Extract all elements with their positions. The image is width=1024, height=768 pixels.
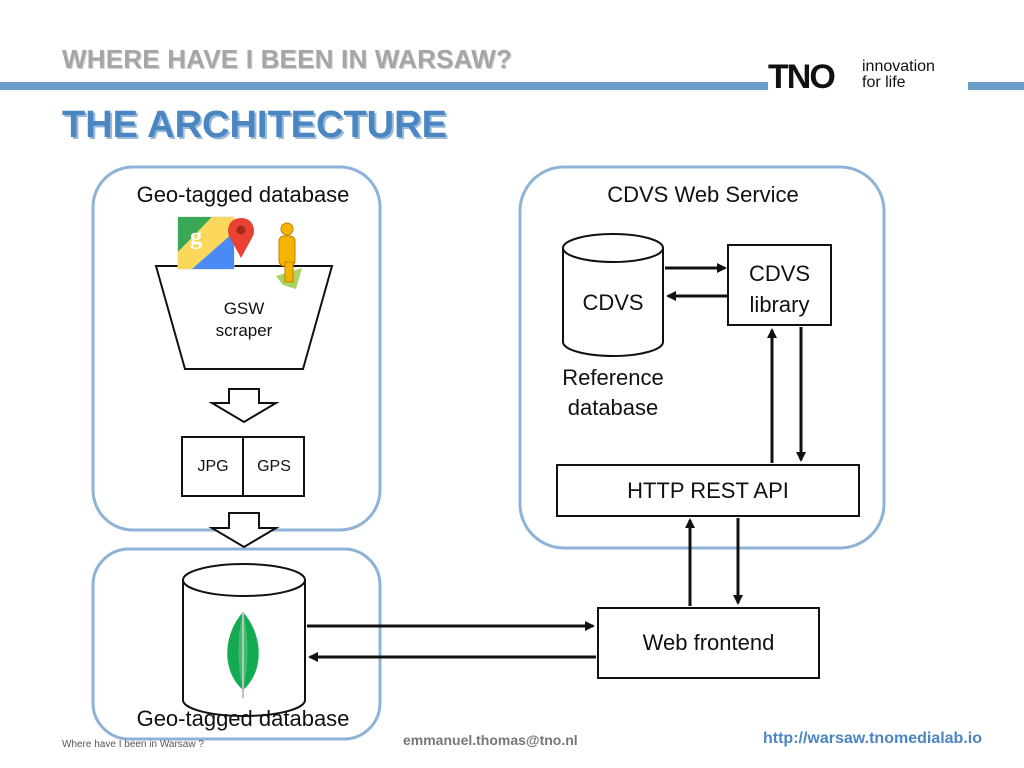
google-maps-icon: g (177, 216, 254, 270)
cell-jpg: JPG (197, 458, 229, 475)
footer-email: emmanuel.thomas@tno.nl (403, 732, 578, 748)
reference-line1: Reference (562, 365, 664, 390)
tno-logo: TNO innovation for life (768, 56, 968, 96)
mongodb-leaf-icon (227, 612, 259, 698)
cdvs-db-label: CDVS (582, 290, 644, 315)
right-panel-title: CDVS Web Service (607, 182, 799, 207)
cdvs-library-line1: CDVS (748, 261, 811, 286)
logo-mark: TNO (768, 58, 836, 96)
pegman-icon (276, 222, 302, 289)
svg-text:g: g (190, 224, 202, 250)
bottom-panel (91, 547, 382, 741)
footer-url: http://warsaw.tnomedialab.io (763, 730, 982, 747)
slide-title: THE ARCHITECTURE (62, 104, 447, 146)
scraper-label: GSW scraper (185, 298, 303, 342)
slide-subtitle: WHERE HAVE I BEEN IN WARSAW? (62, 44, 513, 74)
logo-tagline-2: for life (862, 74, 906, 91)
header-band (0, 82, 1024, 90)
right-panel (518, 165, 886, 550)
bottom-panel-title: Geo-tagged database (136, 706, 350, 731)
logo-tagline-1: innovation (862, 58, 935, 75)
cdvs-cylinder (562, 233, 664, 357)
scraper-label-line1: GSW (223, 299, 265, 318)
web-frontend-box (597, 607, 820, 679)
cell-gps: GPS (257, 458, 291, 475)
reference-database-label: Reference database (543, 363, 683, 423)
scraper-funnel (154, 265, 334, 370)
scraper-label-line2: scraper (215, 321, 273, 340)
web-frontend-label: Web frontend (642, 630, 775, 655)
footer-left-text: Where have I been in Warsaw ? (62, 739, 204, 750)
http-rest-api-label: HTTP REST API (627, 477, 789, 503)
cdvs-library-line2: library (749, 292, 810, 317)
cdvs-library-label: CDVS library (728, 258, 831, 320)
logo-tagline: innovation for life (862, 59, 935, 91)
reference-line2: database (567, 395, 659, 420)
down-arrow-2 (208, 512, 280, 549)
http-rest-api-box (556, 464, 860, 517)
left-panel-title: Geo-tagged database (136, 182, 350, 207)
cdvs-library-box (727, 244, 832, 326)
down-arrow-1 (208, 388, 280, 424)
